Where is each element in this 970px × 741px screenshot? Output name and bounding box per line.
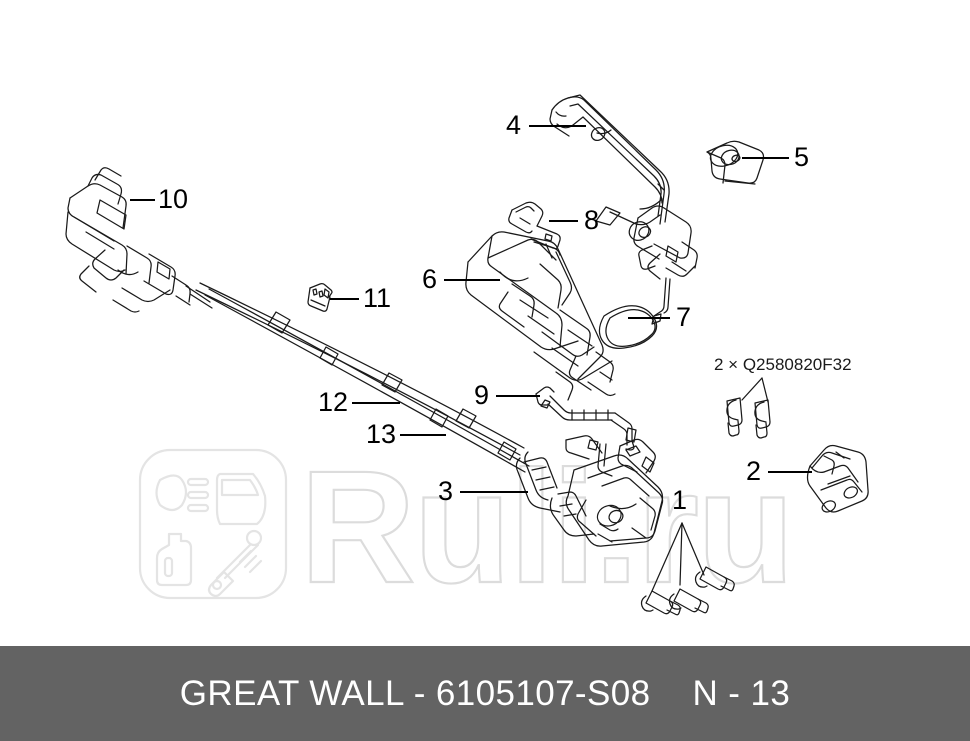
part-lock-cylinder-rod xyxy=(535,386,637,451)
callout-13: 13 xyxy=(366,419,397,449)
part-release-cables xyxy=(195,282,530,473)
part-lock-screws xyxy=(640,522,735,616)
callout-7: 7 xyxy=(676,302,692,332)
part-door-lock-latch xyxy=(515,435,664,547)
callout-10: 10 xyxy=(158,184,189,214)
footer-title: GREAT WALL - 6105107-S08 xyxy=(179,673,651,713)
callout-leader-lines xyxy=(130,125,812,493)
callout-12: 12 xyxy=(318,387,349,417)
part-door-striker xyxy=(806,444,869,513)
part-handle-base-bracket xyxy=(465,231,616,401)
part-outer-door-handle xyxy=(549,94,670,226)
part-handle-gasket xyxy=(598,305,658,349)
callout-4: 4 xyxy=(506,110,522,140)
callout-9: 9 xyxy=(474,380,490,410)
diagram-canvas: Ruli.ru xyxy=(65,94,869,616)
part-code-q2580820f32: 2 × Q2580820F32 xyxy=(714,355,852,374)
callout-11: 11 xyxy=(363,283,392,313)
part-handle-end-cap xyxy=(706,140,765,185)
callout-6: 6 xyxy=(422,264,438,294)
part-inner-door-handle xyxy=(65,167,213,313)
part-handle-cylinder-housing xyxy=(628,205,698,325)
callout-3: 3 xyxy=(438,476,454,506)
part-striker-bolts xyxy=(726,377,771,439)
footer-sheet-code: N - 13 xyxy=(692,673,791,713)
part-cable-retainer-clip xyxy=(307,283,333,312)
exploded-view-artwork xyxy=(65,94,869,616)
callout-2: 2 xyxy=(746,456,762,486)
callout-5: 5 xyxy=(794,142,810,172)
callout-8: 8 xyxy=(584,205,600,235)
callout-1: 1 xyxy=(672,485,688,515)
footer-bar: GREAT WALL - 6105107-S08 N - 13 xyxy=(0,646,970,741)
